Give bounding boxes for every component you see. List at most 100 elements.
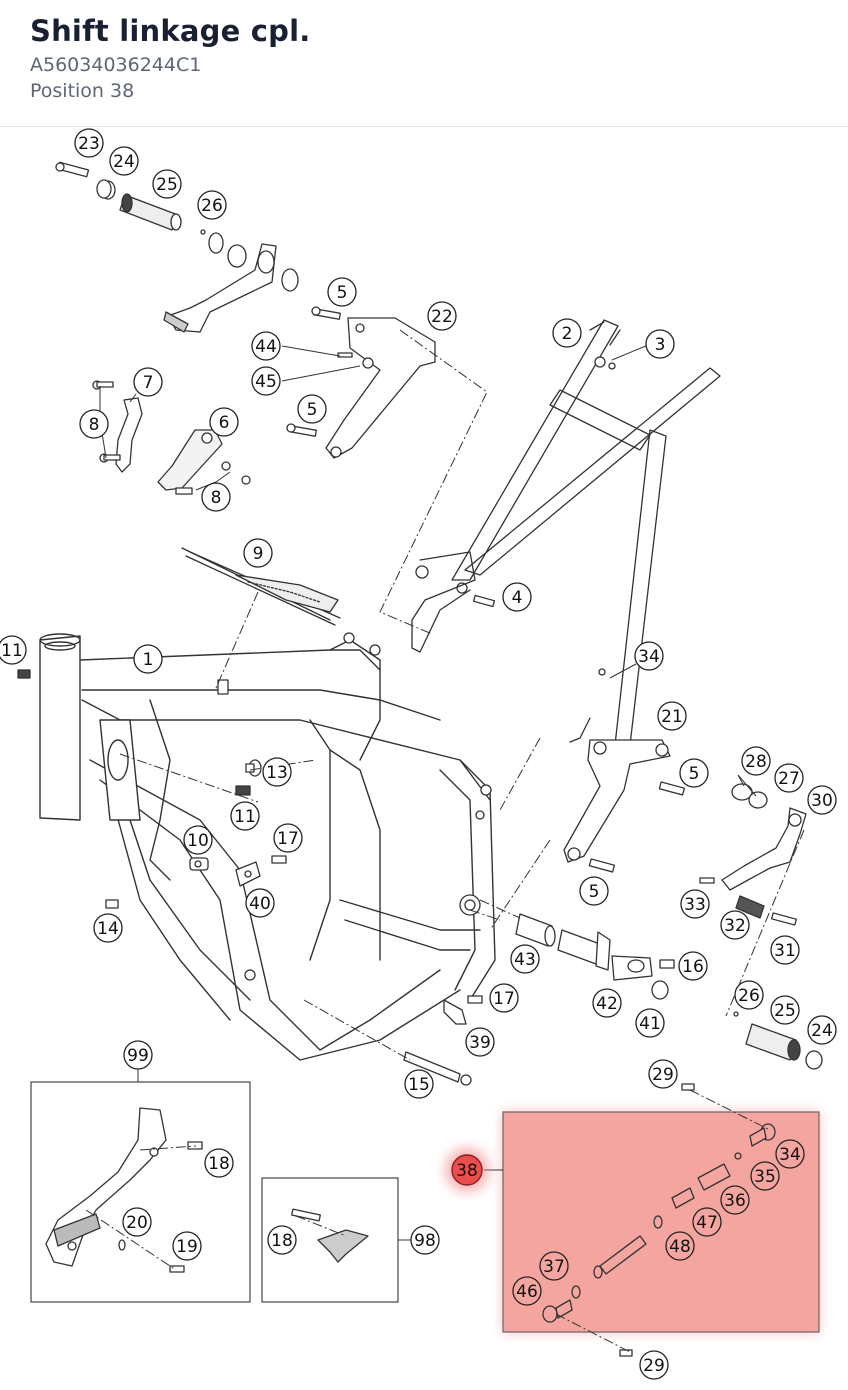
part-washer-48[interactable]: [653, 1215, 663, 1229]
callout-2[interactable]: 2: [552, 318, 582, 348]
callout-25[interactable]: 25: [152, 169, 182, 199]
part-cable-9[interactable]: [181, 547, 341, 626]
callout-19[interactable]: 19: [172, 1231, 202, 1261]
part-bolt-5[interactable]: [286, 423, 317, 437]
callout-46[interactable]: 46: [512, 1276, 542, 1306]
part-pivot-42[interactable]: [611, 955, 653, 981]
callout-17[interactable]: 17: [489, 983, 519, 1013]
part-nut-11[interactable]: [235, 785, 251, 796]
callout-23[interactable]: 23: [74, 128, 104, 158]
callout-20[interactable]: 20: [122, 1207, 152, 1237]
callout-28[interactable]: 28: [741, 746, 771, 776]
callout-32[interactable]: 32: [720, 910, 750, 940]
callout-18[interactable]: 18: [267, 1225, 297, 1255]
part-washer-20[interactable]: [118, 1239, 126, 1251]
callout-9[interactable]: 9: [243, 538, 273, 568]
part-bolt-11[interactable]: [17, 669, 31, 679]
part-screw-18[interactable]: [187, 1141, 203, 1150]
part-bushing-24[interactable]: [805, 1050, 823, 1070]
part-screw-17[interactable]: [271, 855, 287, 864]
part-footrest-99[interactable]: [45, 1107, 167, 1267]
part-bolt-18[interactable]: [291, 1208, 321, 1222]
callout-22[interactable]: 22: [427, 301, 457, 331]
callout-8[interactable]: 8: [79, 409, 109, 439]
callout-27[interactable]: 27: [774, 763, 804, 793]
part-bracket-40[interactable]: [235, 861, 261, 887]
callout-48[interactable]: 48: [665, 1231, 695, 1261]
part-screw-14[interactable]: [105, 899, 119, 909]
part-stud[interactable]: [217, 679, 229, 695]
callout-3[interactable]: 3: [645, 329, 675, 359]
part-clamp-10[interactable]: [189, 857, 209, 871]
part-screw-3[interactable]: [594, 356, 616, 370]
callout-33[interactable]: 33: [680, 889, 710, 919]
part-brake-lever[interactable]: [167, 243, 277, 333]
callout-45[interactable]: 45: [251, 366, 281, 396]
callout-5[interactable]: 5: [327, 277, 357, 307]
callout-43[interactable]: 43: [510, 944, 540, 974]
part-rod-end-34[interactable]: [749, 1123, 776, 1147]
callout-26[interactable]: 26: [734, 980, 764, 1010]
callout-21[interactable]: 21: [657, 701, 687, 731]
callout-36[interactable]: 36: [720, 1185, 750, 1215]
callout-39[interactable]: 39: [465, 1027, 495, 1057]
part-pad-98[interactable]: [317, 1229, 369, 1263]
part-bolt-23[interactable]: [55, 161, 90, 178]
part-screw-19[interactable]: [169, 1265, 185, 1273]
callout-38-highlighted[interactable]: 38: [445, 1148, 489, 1192]
callout-4[interactable]: 4: [502, 582, 532, 612]
part-bolt-29[interactable]: [681, 1083, 695, 1091]
callout-13[interactable]: 13: [262, 757, 292, 787]
part-sleeve-43[interactable]: [515, 913, 611, 971]
part-clip-13[interactable]: [245, 759, 262, 777]
part-sleeve-25[interactable]: [119, 193, 182, 231]
callout-24[interactable]: 24: [109, 146, 139, 176]
part-ring-27[interactable]: [748, 791, 768, 809]
part-bolt-5[interactable]: [311, 306, 341, 320]
callout-25[interactable]: 25: [770, 995, 800, 1025]
part-screw-33[interactable]: [699, 877, 715, 884]
callout-14[interactable]: 14: [93, 913, 123, 943]
part-sleeve-25[interactable]: [745, 1023, 801, 1061]
callout-1[interactable]: 1: [133, 644, 163, 674]
part-washer[interactable]: [208, 232, 224, 254]
callout-18[interactable]: 18: [204, 1148, 234, 1178]
part-pin-26[interactable]: [200, 229, 206, 235]
callout-34[interactable]: 34: [775, 1139, 805, 1169]
callout-24[interactable]: 24: [807, 1015, 837, 1045]
part-bolt-31[interactable]: [770, 912, 798, 926]
callout-31[interactable]: 31: [770, 935, 800, 965]
callout-29[interactable]: 29: [648, 1059, 678, 1089]
callout-5[interactable]: 5: [297, 394, 327, 424]
part-rod-36[interactable]: [697, 1163, 731, 1191]
part-washer[interactable]: [227, 244, 247, 268]
callout-44[interactable]: 44: [251, 331, 281, 361]
callout-11[interactable]: 11: [230, 801, 260, 831]
part-pin-26[interactable]: [733, 1011, 739, 1017]
callout-26[interactable]: 26: [197, 190, 227, 220]
callout-5[interactable]: 5: [579, 876, 609, 906]
callout-11[interactable]: 11: [0, 635, 27, 665]
part-bracket-39[interactable]: [443, 999, 467, 1025]
callout-16[interactable]: 16: [678, 951, 708, 981]
part-joint-47[interactable]: [671, 1187, 695, 1209]
callout-47[interactable]: 47: [692, 1207, 722, 1237]
callout-7[interactable]: 7: [133, 367, 163, 397]
callout-35[interactable]: 35: [750, 1161, 780, 1191]
callout-6[interactable]: 6: [209, 407, 239, 437]
part-bolt-5[interactable]: [658, 781, 686, 796]
part-nut-35[interactable]: [734, 1152, 742, 1160]
part-link-21[interactable]: [563, 739, 671, 863]
part-bolt-29[interactable]: [619, 1349, 633, 1357]
callout-15[interactable]: 15: [404, 1069, 434, 1099]
part-linkage-rod-38[interactable]: [593, 1235, 647, 1279]
part-screw-17[interactable]: [467, 995, 483, 1004]
callout-40[interactable]: 40: [245, 888, 275, 918]
callout-17[interactable]: 17: [273, 823, 303, 853]
part-washer[interactable]: [281, 268, 299, 292]
callout-5[interactable]: 5: [679, 758, 709, 788]
part-rubber-32[interactable]: [735, 895, 765, 919]
part-bushing-24[interactable]: [96, 179, 116, 200]
part-subframe-2[interactable]: [411, 319, 721, 746]
part-nut-37[interactable]: [571, 1285, 581, 1299]
